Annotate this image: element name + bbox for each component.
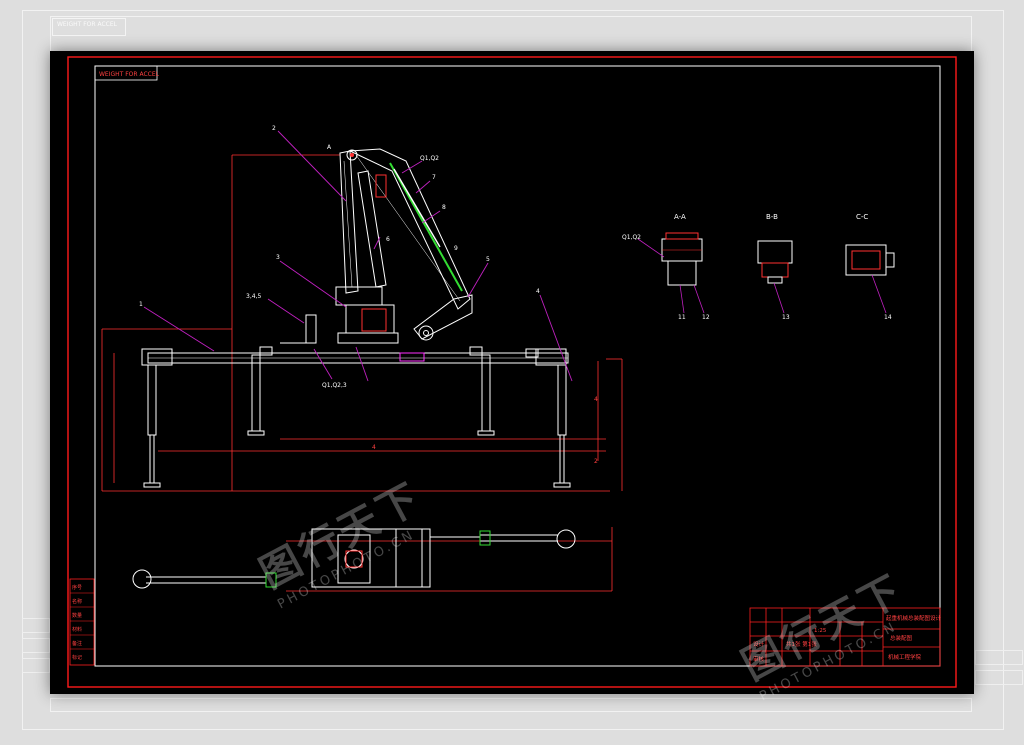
title-block xyxy=(749,607,941,667)
callout-label: 6 xyxy=(386,236,390,243)
dimension-label: A xyxy=(327,144,332,151)
section-labels: A-A B-B C-C xyxy=(674,213,868,221)
callout-label: 4 xyxy=(536,288,540,295)
callout-label: Q1,Q2,3 xyxy=(322,382,347,389)
ghost-row-left xyxy=(22,618,50,633)
title-school: 机械工程学院 xyxy=(888,653,922,661)
callout-label: 9 xyxy=(454,245,458,252)
dimension-label: 4 xyxy=(372,444,376,451)
boom-pivot-center xyxy=(350,153,354,157)
crane-assembly-drawing: WEIGHT FOR ACCEL 序号 名称 数量 材料 备注 标记 4 2 4… xyxy=(67,56,957,688)
section-callout: 11 xyxy=(678,314,686,321)
viewer-outer-frame xyxy=(22,10,1004,730)
crane-column xyxy=(280,150,399,344)
outrigger-assembly xyxy=(141,346,571,488)
section-label: B-B xyxy=(766,213,778,221)
callout-label: 8 xyxy=(442,204,446,211)
callout-label: Q1,Q2 xyxy=(420,155,439,162)
drawing-number-box xyxy=(94,65,158,81)
drawing-number-text: WEIGHT FOR ACCEL xyxy=(99,71,160,78)
title-project: 起重机械总装配图设计 xyxy=(886,614,942,622)
ghost-row-right xyxy=(975,650,1023,665)
section-view-a xyxy=(661,232,703,286)
section-view-b xyxy=(757,240,793,284)
section-callout: 14 xyxy=(884,314,892,321)
dimension-label: 4 xyxy=(594,396,598,403)
cad-drawing-canvas[interactable]: WEIGHT FOR ACCEL 序号 名称 数量 材料 备注 标记 4 2 4… xyxy=(50,51,974,694)
title-sheet: 共1张 第1张 xyxy=(786,640,817,648)
boom-joint-plate xyxy=(375,174,387,198)
dimension-lines xyxy=(101,154,623,592)
title-checker: 审核 xyxy=(753,655,765,663)
section-label: A-A xyxy=(674,213,686,221)
callout-labels: 1 2 3 4 5 6 7 8 9 Q1,Q2 3,4,5 Q1,Q2,3 xyxy=(139,125,540,389)
boom-hydraulic-cylinder xyxy=(389,162,463,292)
inner-border xyxy=(94,65,941,667)
section-callouts: Q1,Q2 11 12 13 14 xyxy=(622,234,892,321)
boom-pivot-pin xyxy=(346,149,358,161)
outer-border xyxy=(67,56,957,688)
section-callout: Q1,Q2 xyxy=(622,234,641,241)
section-leaders xyxy=(637,238,887,314)
side-table-row: 数量 xyxy=(72,612,82,619)
ghost-row-right xyxy=(975,670,1023,685)
callout-label: 7 xyxy=(432,174,436,181)
title-designer: 设计 xyxy=(753,640,765,648)
side-table-row: 材料 xyxy=(72,626,82,633)
crane-boom xyxy=(348,148,473,341)
viewer-bottom-bar xyxy=(50,698,972,712)
section-callout: 13 xyxy=(782,314,790,321)
callout-label: 3,4,5 xyxy=(246,293,261,300)
dimension-label: 2 xyxy=(594,458,598,465)
section-view-c xyxy=(845,244,895,276)
side-table-row: 序号 xyxy=(72,584,82,591)
viewer-inner-frame xyxy=(50,16,972,52)
side-table-row: 备注 xyxy=(72,640,82,647)
ghost-row-left xyxy=(22,658,50,673)
boom-piston-rod xyxy=(393,168,441,248)
side-table-row: 名称 xyxy=(72,598,82,605)
section-label: C-C xyxy=(856,213,868,221)
ghost-row-left xyxy=(22,638,50,653)
section-callout: 12 xyxy=(702,314,710,321)
side-table-row: 标记 xyxy=(72,654,82,661)
viewer-title-text: WEIGHT FOR ACCEL xyxy=(57,21,117,28)
mount-plate xyxy=(399,352,425,362)
side-table: 序号 名称 数量 材料 备注 标记 xyxy=(69,578,95,666)
plan-view xyxy=(132,528,576,589)
callout-label: 3 xyxy=(276,254,280,261)
title-scale: 1:25 xyxy=(814,628,827,634)
title-block-text: 起重机械总装配图设计 总装配图 机械工程学院 1:25 共1张 第1张 设计 审… xyxy=(753,614,942,663)
title-drawing-name: 总装配图 xyxy=(890,634,913,642)
viewer-title-box: WEIGHT FOR ACCEL xyxy=(52,18,126,36)
callout-label: 2 xyxy=(272,125,276,132)
callout-label: 1 xyxy=(139,301,143,308)
callout-label: 5 xyxy=(486,256,490,263)
leader-lines xyxy=(143,130,573,382)
